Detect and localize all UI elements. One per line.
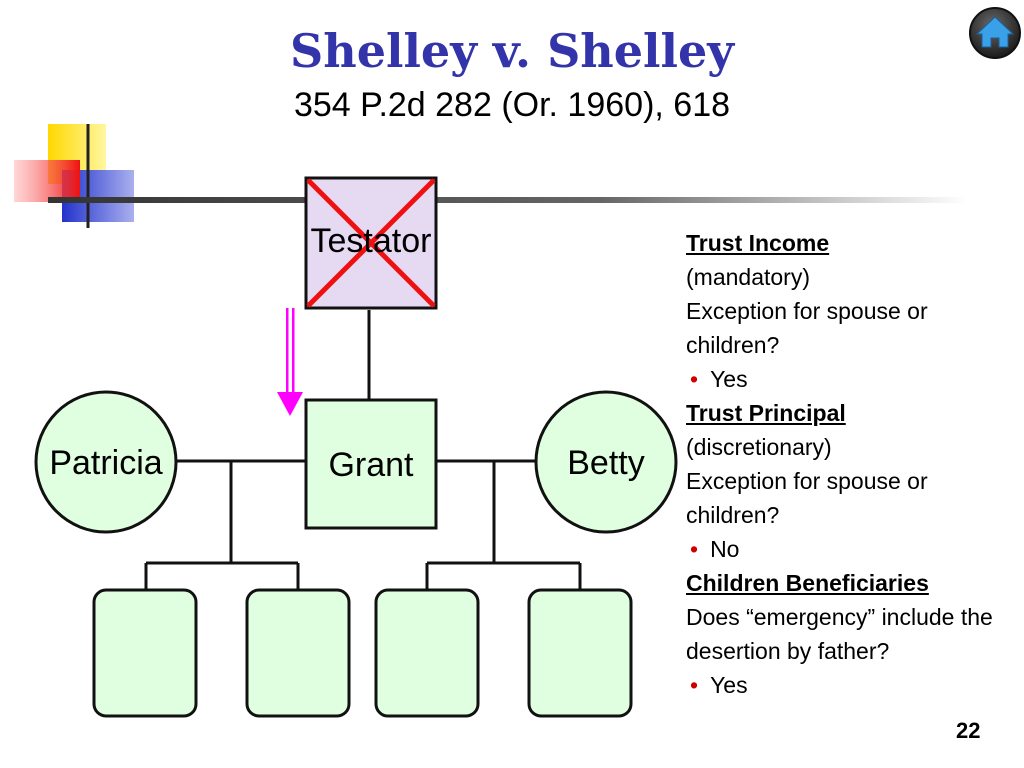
trust-principal-answer-text: No [710, 536, 740, 562]
trust-principal-heading: Trust Principal [686, 400, 846, 426]
bullet-icon: • [690, 536, 699, 562]
children-question: Does “emergency” include the desertion b… [686, 604, 993, 664]
trust-income-answer: • Yes [686, 362, 1016, 396]
trust-income-question: Exception for spouse or children? [686, 298, 928, 358]
patricia-label: Patricia [49, 444, 163, 482]
bullet-icon: • [690, 366, 699, 392]
deceased-cross-icon [306, 178, 436, 308]
children-answer-text: Yes [710, 672, 748, 698]
grant-node [304, 398, 438, 530]
testator-label: Testator [310, 222, 432, 260]
betty-label: Betty [567, 444, 645, 482]
trust-income-answer-text: Yes [710, 366, 748, 392]
page-number: 22 [956, 718, 981, 743]
home-icon [969, 7, 1021, 59]
child-node [245, 588, 351, 718]
down-arrow-icon [277, 308, 303, 416]
grant-label: Grant [328, 446, 414, 484]
trust-income-type: (mandatory) [686, 264, 810, 290]
family-connectors [144, 310, 582, 590]
home-button[interactable] [968, 6, 1022, 60]
children-answer: • Yes [686, 668, 1016, 702]
child-node [92, 588, 198, 718]
slide-subtitle: 354 P.2d 282 (Or. 1960), 618 [293, 86, 731, 124]
child-node [374, 588, 480, 718]
patricia-node [34, 390, 178, 534]
notes-panel: Trust Income (mandatory) Exception for s… [686, 226, 1016, 702]
trust-income-heading: Trust Income [686, 230, 830, 256]
bullet-icon: • [690, 672, 699, 698]
child-node [527, 588, 633, 718]
betty-node [534, 390, 678, 534]
decorative-blocks [14, 124, 134, 228]
trust-principal-answer: • No [686, 532, 1016, 566]
trust-principal-question: Exception for spouse or children? [686, 468, 928, 528]
trust-principal-type: (discretionary) [686, 434, 832, 460]
title-rule [48, 197, 968, 203]
slide-title: Shelley v. Shelley [290, 24, 734, 78]
children-beneficiaries-heading: Children Beneficiaries [686, 570, 929, 596]
